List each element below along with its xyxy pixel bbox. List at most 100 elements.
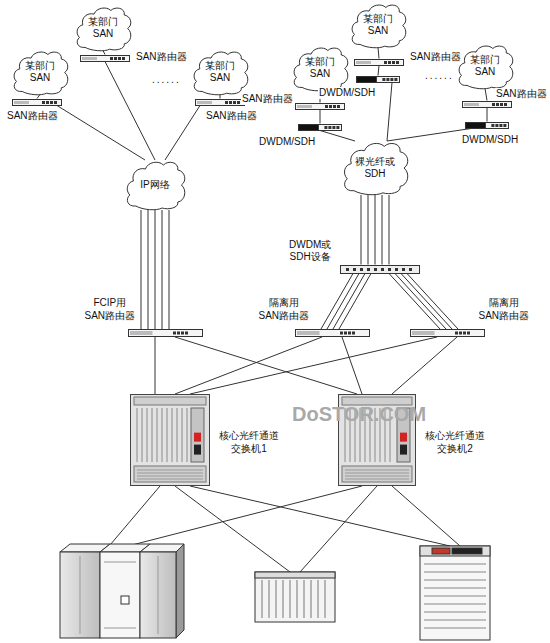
device-part <box>466 122 509 128</box>
text-holder: 核心光纤通道 交换机2 <box>424 430 486 455</box>
connector-line <box>389 195 390 265</box>
label-holder: ...... <box>152 74 181 87</box>
server-cabinet <box>452 548 482 554</box>
device-part <box>357 77 377 82</box>
san-router: SAN路由器 <box>354 59 404 66</box>
storage-array <box>121 596 129 604</box>
connector-line <box>57 106 145 161</box>
server-cabinet <box>424 580 486 581</box>
storage-array <box>104 628 136 629</box>
device-wire <box>300 486 377 572</box>
device-shape <box>195 99 245 106</box>
device-part <box>464 103 479 106</box>
node-label: SAN路由器 <box>495 88 548 101</box>
device-part <box>360 268 363 271</box>
device-part <box>395 268 398 271</box>
server-cabinet <box>420 546 490 640</box>
text-holder: SAN路由器 <box>135 51 188 64</box>
connector-line <box>375 195 376 265</box>
node-label: SAN路由器 <box>241 93 294 106</box>
cloud-outline <box>344 143 407 194</box>
node-label: 某部门 SAN <box>205 60 235 85</box>
device-part <box>181 332 184 335</box>
node-label: SAN路由器 <box>205 110 258 123</box>
device-part <box>467 332 470 335</box>
text-holder: SAN路由器 <box>241 93 294 106</box>
device-part <box>390 78 393 81</box>
text-holder: IP网络 <box>140 179 169 192</box>
device-part <box>110 57 113 60</box>
server-cabinet <box>424 596 486 597</box>
device-part <box>329 105 332 108</box>
device-part <box>382 78 385 81</box>
device-shape <box>128 329 203 337</box>
device-part <box>466 123 486 128</box>
server-cabinet <box>424 564 486 565</box>
storage-module <box>255 572 335 622</box>
device-part <box>353 268 356 271</box>
dwdm-device: DWDM/SDH <box>298 124 342 131</box>
switch-chassis <box>162 408 163 462</box>
node-label: DWDM/SDH <box>461 134 519 147</box>
connector-line <box>327 274 359 330</box>
san-cloud: 某部门 SAN <box>457 44 513 89</box>
text-holder: 隔离用 SAN路由器 <box>478 297 531 322</box>
device-part <box>463 101 512 107</box>
connector-line <box>339 274 371 330</box>
node-label: 某部门 SAN <box>470 54 500 79</box>
device-part <box>504 103 507 106</box>
server-cabinet <box>424 620 486 621</box>
device-part <box>229 101 232 104</box>
server-cabinet <box>420 546 490 640</box>
switch-chassis <box>152 408 153 462</box>
connector-line <box>155 210 156 329</box>
san-router: SAN路由器 <box>12 99 62 106</box>
connector-line <box>165 106 200 161</box>
switch-chassis <box>134 397 206 405</box>
switch-chassis <box>182 408 183 462</box>
connector-line <box>105 62 155 161</box>
ellipsis-dots: ...... <box>425 70 454 83</box>
text-holder: SAN路由器 <box>409 51 462 64</box>
server-cabinet <box>424 628 486 629</box>
device-shape <box>354 59 404 66</box>
connector-line <box>103 51 105 55</box>
device-shape <box>410 329 485 337</box>
text-holder: SAN路由器 <box>495 88 548 101</box>
device-wire <box>190 486 450 546</box>
connector-line <box>368 195 369 265</box>
text-holder: 核心光纤通道 交换机1 <box>218 430 280 455</box>
dwdm-device: DWDM/SDH <box>356 76 400 83</box>
device-part <box>130 331 153 335</box>
server-cabinet <box>420 546 490 556</box>
connector-line <box>148 210 149 329</box>
connector-line <box>485 89 487 101</box>
device-part <box>122 57 125 60</box>
text-holder: SAN路由器 <box>205 110 258 123</box>
device-part <box>299 124 342 130</box>
device-part <box>402 268 405 271</box>
text-holder: SAN路由器 <box>6 110 59 123</box>
device-part <box>384 61 387 64</box>
device-part <box>325 105 328 108</box>
label-holder: ...... <box>425 70 454 83</box>
cloud-outline <box>459 46 513 89</box>
switch-chassis <box>172 408 173 462</box>
device-part <box>233 101 236 104</box>
storage-module <box>262 580 263 618</box>
device-part <box>394 78 397 81</box>
storage-array <box>176 544 184 638</box>
device-part <box>392 61 395 64</box>
device-part <box>196 99 245 105</box>
switch-chassis <box>177 408 178 462</box>
device-part <box>333 105 336 108</box>
device-part <box>173 332 176 335</box>
san-router: SAN路由器 <box>80 55 130 62</box>
device-part <box>118 57 121 60</box>
device-part <box>324 126 327 129</box>
connector-line <box>155 337 156 394</box>
switch-chassis <box>191 408 204 462</box>
network-cloud: IP网络 <box>125 160 185 210</box>
storage-module <box>311 580 312 618</box>
text-holder: 某部门 SAN <box>363 13 393 38</box>
